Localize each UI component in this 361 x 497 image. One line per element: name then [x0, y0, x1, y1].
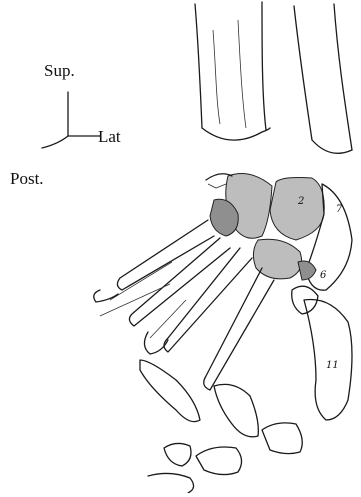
phalanx-8	[164, 443, 191, 466]
metatarsal-3	[164, 248, 252, 352]
tibia-lateral-edge	[262, 2, 266, 130]
phalanx-3	[140, 360, 200, 422]
tibia-medial-edge	[195, 4, 202, 128]
posterior-axis-line	[42, 136, 68, 148]
superior-label: Sup.	[44, 62, 75, 79]
metatarsal-4	[204, 268, 274, 390]
tibia-shading	[213, 30, 220, 124]
phalanx-7	[148, 473, 194, 493]
metatarsal-line-c	[150, 300, 186, 338]
posterior-label: Post.	[10, 170, 44, 187]
tarsal-bones	[206, 174, 352, 291]
fibula-outer-edge	[334, 4, 352, 150]
tibia-lower-end	[202, 128, 270, 140]
toe-phalanges	[94, 290, 303, 493]
label-metatarsal-five: 6	[320, 270, 327, 281]
navicular-bone	[270, 178, 324, 241]
leg-bones	[195, 2, 352, 153]
metatarsal-2	[129, 238, 230, 326]
label-cuboid-region: 7	[336, 204, 343, 215]
fibula-lower-end	[312, 140, 352, 153]
orientation-axes	[42, 92, 100, 148]
phalanx-6	[196, 447, 242, 475]
lateral-label: Lat	[98, 128, 121, 145]
cuneiform-lateral	[253, 239, 301, 279]
fibula-edge	[294, 6, 312, 140]
tarsal-joint-line	[208, 184, 226, 188]
metatarsal-line-a	[110, 262, 172, 300]
phalanx-5	[262, 423, 302, 454]
sesamoid-small	[298, 261, 316, 280]
tibia-shading-2	[238, 20, 246, 128]
label-first-metatarsal: 11	[326, 360, 339, 371]
phalanx-1	[94, 290, 118, 302]
label-navicular: 2	[297, 196, 304, 207]
metatarsal-bones	[100, 220, 352, 420]
phalanx-4	[214, 384, 258, 436]
